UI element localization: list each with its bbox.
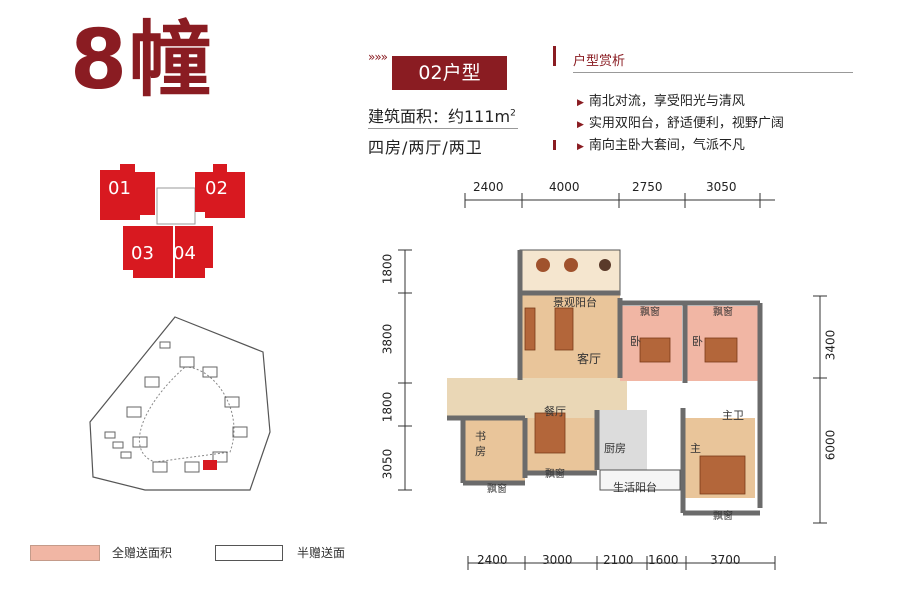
legend-swatch-half — [215, 545, 283, 561]
accent-bar — [553, 140, 556, 150]
analysis-title: 户型赏析 — [573, 54, 626, 69]
room-master: 主 — [690, 442, 701, 455]
unit-type-badge: 02户型 — [392, 56, 507, 90]
room-study: 书 — [475, 430, 486, 443]
room-master-bath: 主卫 — [722, 409, 744, 422]
dim-bottom: 3000 — [542, 553, 573, 567]
unit-key-plan — [100, 164, 245, 278]
legend-label-full: 全赠送面积 — [112, 546, 173, 560]
unit-02-shape — [195, 164, 245, 218]
building-title: 8幢 — [70, 13, 214, 108]
dim-bottom: 3700 — [710, 553, 741, 567]
feature-item: ▶ 实用双阳台，舒适便利，视野广阔 — [577, 112, 784, 131]
room-dining: 餐厅 — [544, 405, 566, 418]
room-living: 客厅 — [577, 352, 602, 366]
dim-left: 3050 — [380, 448, 395, 480]
dim-right: 6000 — [823, 429, 838, 461]
unit-04-shape — [175, 226, 213, 278]
area-unit: 2 — [510, 108, 516, 119]
dim-left: 1800 — [380, 391, 395, 423]
unit-03-shape — [123, 226, 173, 278]
room-study: 房 — [475, 445, 486, 458]
bay-window: 飘窗 — [487, 484, 507, 495]
dim-bottom: 2100 — [603, 553, 634, 567]
room-bedroom1: 卧 — [630, 335, 641, 348]
rooms-text: 四房/两厅/两卫 — [368, 138, 483, 157]
floor-plan — [398, 193, 827, 570]
room-kitchen: 厨房 — [604, 442, 626, 455]
dim-top: 2750 — [632, 180, 663, 194]
dim-bottom: 1600 — [648, 553, 679, 567]
room-bedroom2: 卧 — [692, 335, 703, 348]
dim-top: 4000 — [549, 180, 580, 194]
triangle-icon: ▶ — [577, 142, 584, 152]
bay-window: 飘窗 — [713, 511, 733, 522]
feature-item: ▶ 南向主卧大套间，气派不凡 — [577, 134, 745, 153]
bay-window: 飘窗 — [713, 307, 733, 318]
room-balcony: 景观阳台 — [553, 296, 597, 309]
legend-swatch-full — [30, 545, 100, 561]
area-text: 建筑面积：约111m2 — [368, 103, 516, 127]
accent-bar — [553, 46, 556, 66]
dim-left: 1800 — [380, 253, 395, 285]
bay-window: 飘窗 — [640, 307, 660, 318]
unit-01-shape — [100, 164, 155, 220]
feature-item: ▶ 南北对流，享受阳光与清风 — [577, 90, 745, 109]
unit-03-label: 03 — [131, 243, 154, 264]
divider — [368, 128, 518, 129]
divider — [573, 72, 853, 73]
room-service-balcony: 生活阳台 — [613, 481, 657, 494]
dim-right: 3400 — [823, 329, 838, 361]
feature-text: 南向主卧大套间，气派不凡 — [588, 138, 745, 153]
highlight-building — [203, 460, 217, 470]
triangle-icon: ▶ — [577, 98, 584, 108]
unit-01-label: 01 — [108, 178, 131, 199]
feature-text: 南北对流，享受阳光与清风 — [588, 94, 745, 109]
bay-window: 飘窗 — [545, 469, 565, 480]
legend-label-half: 半赠送面 — [297, 546, 346, 560]
unit-02-label: 02 — [205, 178, 228, 199]
site-plan — [89, 316, 271, 491]
unit-04-label: 04 — [173, 243, 196, 264]
arrows-icon: »»» — [368, 50, 388, 64]
dim-top: 2400 — [473, 180, 504, 194]
triangle-icon: ▶ — [577, 120, 584, 130]
area-label: 建筑面积：约111m — [368, 107, 511, 126]
feature-text: 实用双阳台，舒适便利，视野广阔 — [588, 116, 784, 131]
dim-top: 3050 — [706, 180, 737, 194]
dim-left: 3800 — [380, 323, 395, 355]
dim-bottom: 2400 — [477, 553, 508, 567]
